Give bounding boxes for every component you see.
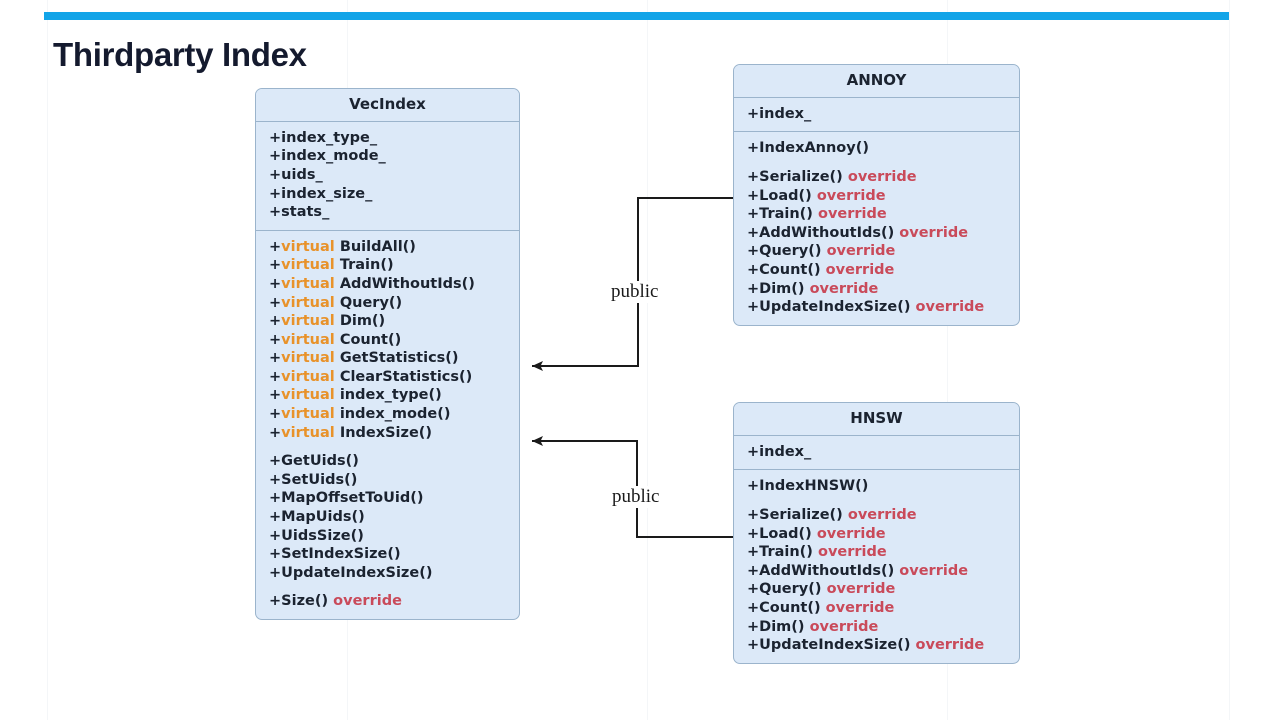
method-row: +virtual AddWithoutIds() [269, 275, 475, 292]
method-row: +Count() override [747, 261, 895, 278]
method-row: +Load() override [747, 525, 886, 542]
method-row: +Train() override [747, 206, 887, 223]
method-row: +UpdateIndexSize() override [747, 299, 985, 316]
method-row: +UpdateIndexSize() [269, 564, 433, 581]
method-row: +UidsSize() [269, 527, 364, 544]
method-row: +Count() override [747, 599, 895, 616]
method-row: +virtual Train() [269, 257, 394, 274]
method-group: +IndexAnnoy() [734, 139, 1019, 158]
method-row: +virtual index_mode() [269, 406, 451, 423]
method-group: +Size() override [256, 592, 519, 611]
method-row: +Load() override [747, 187, 886, 204]
edge-label-public-annoy: public [608, 281, 662, 303]
method-row: +AddWithoutIds() override [747, 562, 969, 579]
method-row: +Query() override [747, 581, 896, 598]
method-group: +IndexHNSW() [734, 477, 1019, 496]
class-methods-vecindex: +virtual BuildAll() +virtual Train() +vi… [256, 231, 519, 619]
method-row: +Train() override [747, 544, 887, 561]
attribute-text: +index_size_ [269, 185, 373, 202]
method-row: +UpdateIndexSize() override [747, 637, 985, 654]
method-row: +IndexHNSW() [747, 478, 869, 495]
method-row: +virtual IndexSize() [269, 424, 433, 441]
attribute-text: +index_type_ [269, 129, 378, 146]
method-row: +SetUids() [269, 471, 358, 488]
class-methods-hnsw: +IndexHNSW() +Serialize() override +Load… [734, 470, 1019, 662]
class-title-hnsw: HNSW [734, 403, 1019, 436]
attribute-row: +index_ [747, 105, 812, 122]
method-row: +Dim() override [747, 280, 879, 297]
attribute-row: +stats_ [256, 203, 519, 222]
method-row: +Dim() override [747, 618, 879, 635]
method-group: +GetUids() +SetUids() +MapOffsetToUid() … [256, 452, 519, 582]
method-row: +virtual ClearStatistics() [269, 368, 473, 385]
attribute-text: +uids_ [269, 166, 323, 183]
method-row: +virtual Dim() [269, 313, 386, 330]
method-row: +virtual Count() [269, 331, 402, 348]
method-row: +SetIndexSize() [269, 546, 401, 563]
attribute-row: +index_ [747, 443, 812, 460]
method-row: +Query() override [747, 243, 896, 260]
method-row: +Serialize() override [747, 168, 917, 185]
attribute-text: +stats_ [269, 204, 330, 221]
class-attributes-hnsw: +index_ [734, 436, 1019, 471]
method-group: +virtual BuildAll() +virtual Train() +vi… [256, 238, 519, 443]
layout-guide [47, 0, 48, 720]
method-row: +Size() override [269, 593, 402, 610]
method-row: +MapUids() [269, 509, 365, 526]
method-row: +virtual Query() [269, 294, 403, 311]
class-attributes-vecindex: +index_type_ +index_mode_ +uids_ +index_… [256, 122, 519, 231]
uml-class-vecindex[interactable]: VecIndex +index_type_ +index_mode_ +uids… [255, 88, 520, 620]
layout-guide [1229, 0, 1230, 720]
method-row: +AddWithoutIds() override [747, 224, 969, 241]
uml-class-annoy[interactable]: ANNOY +index_ +IndexAnnoy() +Serialize()… [733, 64, 1020, 326]
class-title-annoy: ANNOY [734, 65, 1019, 98]
method-row: +Serialize() override [747, 506, 917, 523]
uml-class-hnsw[interactable]: HNSW +index_ +IndexHNSW() +Serialize() o… [733, 402, 1020, 664]
method-group-spacer [256, 582, 519, 592]
method-row: +virtual index_type() [269, 387, 442, 404]
class-methods-annoy: +IndexAnnoy() +Serialize() override +Loa… [734, 132, 1019, 324]
method-row: +virtual BuildAll() [269, 238, 416, 255]
method-group: +Serialize() override +Load() override +… [734, 168, 1019, 317]
attribute-row: +index_mode_ [256, 147, 519, 166]
method-row: +MapOffsetToUid() [269, 490, 424, 507]
attribute-row: +uids_ [256, 166, 519, 185]
method-group-spacer [734, 496, 1019, 506]
layout-guide [947, 0, 948, 720]
attribute-row: +index_size_ [256, 185, 519, 204]
top-accent-bar [44, 12, 1229, 20]
method-row: +IndexAnnoy() [747, 140, 869, 157]
method-group-spacer [256, 442, 519, 452]
page-title: Thirdparty Index [53, 36, 307, 73]
edge-label-public-hnsw: public [609, 486, 663, 508]
method-group-spacer [734, 158, 1019, 168]
method-row: +GetUids() [269, 453, 359, 470]
method-group: +Serialize() override +Load() override +… [734, 506, 1019, 655]
class-attributes-annoy: +index_ [734, 98, 1019, 133]
attribute-text: +index_mode_ [269, 148, 386, 165]
layout-guide [647, 0, 648, 720]
attribute-row: +index_type_ [256, 129, 519, 148]
method-row: +virtual GetStatistics() [269, 350, 459, 367]
class-title-vecindex: VecIndex [256, 89, 519, 122]
